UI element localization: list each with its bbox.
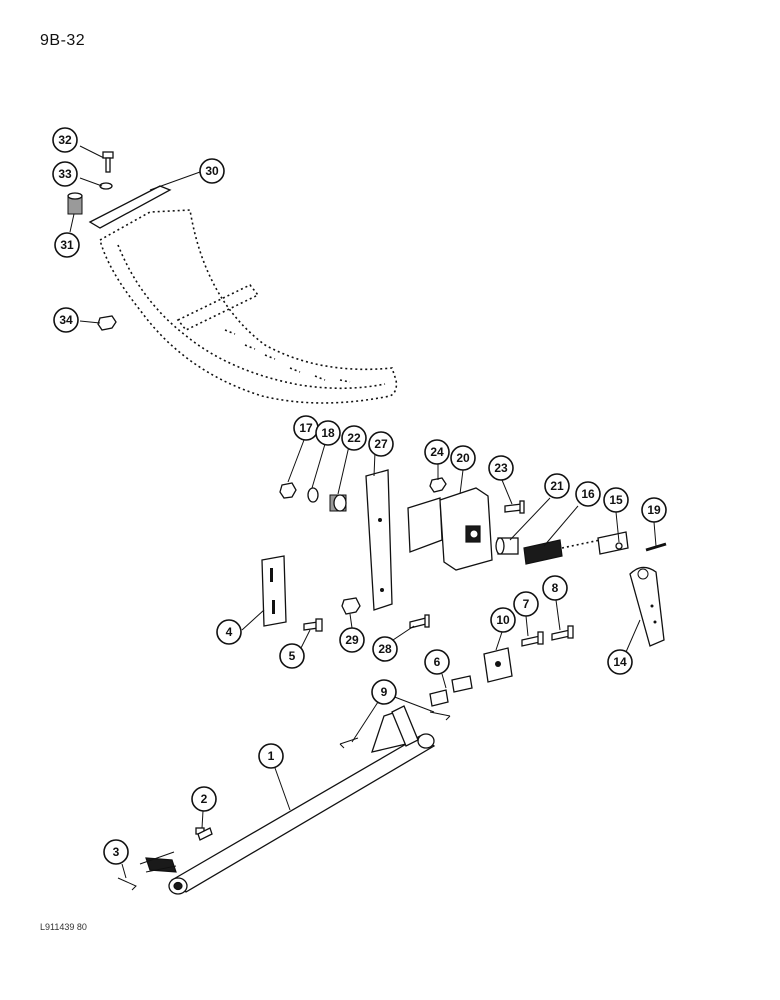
- callout-29-label: 29: [345, 633, 359, 647]
- callout-8: 8: [542, 575, 568, 601]
- callout-21: 21: [544, 473, 570, 499]
- callout-15-label: 15: [609, 493, 623, 507]
- part-3-cotter-pin: [117, 877, 137, 891]
- callout-21-label: 21: [550, 479, 564, 493]
- callout-32: 32: [52, 127, 78, 153]
- page-number: 9B-32: [40, 32, 86, 49]
- callout-14: 14: [607, 649, 633, 675]
- callout-28-label: 28: [378, 642, 392, 656]
- part-7-bolt: [521, 631, 544, 647]
- callout-27: 27: [368, 431, 394, 457]
- callout-34-label: 34: [59, 313, 73, 327]
- part-9-cotter-pins: [339, 711, 451, 749]
- callout-33: 33: [52, 161, 78, 187]
- callout-1: 1: [258, 743, 284, 769]
- callout-8-label: 8: [552, 581, 559, 595]
- callout-31: 31: [54, 232, 80, 258]
- callout-4-label: 4: [226, 625, 233, 639]
- callout-7-label: 7: [523, 597, 530, 611]
- part-18-washer: [307, 487, 319, 503]
- callout-6-label: 6: [434, 655, 441, 669]
- callout-28: 28: [372, 636, 398, 662]
- part-6-plates: [429, 675, 473, 707]
- part-2-bolt: [195, 827, 213, 841]
- callout-1-label: 1: [268, 749, 275, 763]
- part-32-bolt: [102, 151, 114, 173]
- part-34-nut: [97, 315, 117, 331]
- part-21-bushing: [495, 537, 519, 555]
- part-14-lever-arm: [629, 566, 665, 647]
- part-23-screw: [504, 500, 525, 514]
- callout-27-label: 27: [374, 437, 388, 451]
- part-27-bracket: [365, 469, 393, 611]
- part-8-bolt: [551, 625, 574, 641]
- callout-4: 4: [216, 619, 242, 645]
- part-17-nut: [279, 482, 297, 499]
- callout-31-label: 31: [60, 238, 74, 252]
- part-5-bolt: [303, 618, 323, 632]
- callout-20-label: 20: [456, 451, 470, 465]
- part-22-bushing: [329, 494, 347, 512]
- part-30-plate: [88, 185, 172, 229]
- figure-reference-code: L911439 80: [40, 922, 87, 932]
- callout-29: 29: [339, 627, 365, 653]
- callout-3-label: 3: [113, 845, 120, 859]
- callout-3: 3: [103, 839, 129, 865]
- callout-10-label: 10: [496, 613, 510, 627]
- callout-30-label: 30: [205, 164, 219, 178]
- callout-6: 6: [424, 649, 450, 675]
- callout-14-label: 14: [613, 655, 627, 669]
- callout-24: 24: [424, 439, 450, 465]
- callout-19: 19: [641, 497, 667, 523]
- callout-2: 2: [191, 786, 217, 812]
- callout-32-label: 32: [58, 133, 72, 147]
- part-29-nut: [341, 597, 361, 615]
- callout-17: 17: [293, 415, 319, 441]
- callout-23: 23: [488, 455, 514, 481]
- callout-22-label: 22: [347, 431, 361, 445]
- callout-16: 16: [575, 481, 601, 507]
- callout-5-label: 5: [289, 649, 296, 663]
- part-1-tube: [139, 705, 436, 895]
- callout-5: 5: [279, 643, 305, 669]
- part-15-pin: [615, 542, 623, 550]
- part-19-pin: [645, 542, 667, 552]
- callout-17-label: 17: [299, 421, 313, 435]
- callout-24-label: 24: [430, 445, 444, 459]
- callout-9: 9: [371, 679, 397, 705]
- callout-19-label: 19: [647, 503, 661, 517]
- callout-10: 10: [490, 607, 516, 633]
- callout-16-label: 16: [581, 487, 595, 501]
- part-28-screw: [409, 614, 430, 629]
- callout-18-label: 18: [321, 426, 335, 440]
- callout-23-label: 23: [494, 461, 508, 475]
- callout-15: 15: [603, 487, 629, 513]
- callout-9-label: 9: [381, 685, 388, 699]
- part-16-spring-shaft: [523, 531, 629, 565]
- part-31-spacer: [67, 192, 83, 215]
- callout-18: 18: [315, 420, 341, 446]
- callout-2-label: 2: [201, 792, 208, 806]
- callout-30: 30: [199, 158, 225, 184]
- callout-22: 22: [341, 425, 367, 451]
- callout-7: 7: [513, 591, 539, 617]
- part-24-nut: [429, 477, 447, 493]
- part-4-plate: [261, 555, 287, 627]
- dotted-frame-outline: [99, 209, 398, 404]
- leader-lines: [69, 145, 657, 879]
- part-10-block: [483, 647, 513, 683]
- callout-20: 20: [450, 445, 476, 471]
- part-20-housing: [407, 487, 493, 571]
- callout-34: 34: [53, 307, 79, 333]
- part-33-washer: [99, 182, 113, 190]
- callout-33-label: 33: [58, 167, 72, 181]
